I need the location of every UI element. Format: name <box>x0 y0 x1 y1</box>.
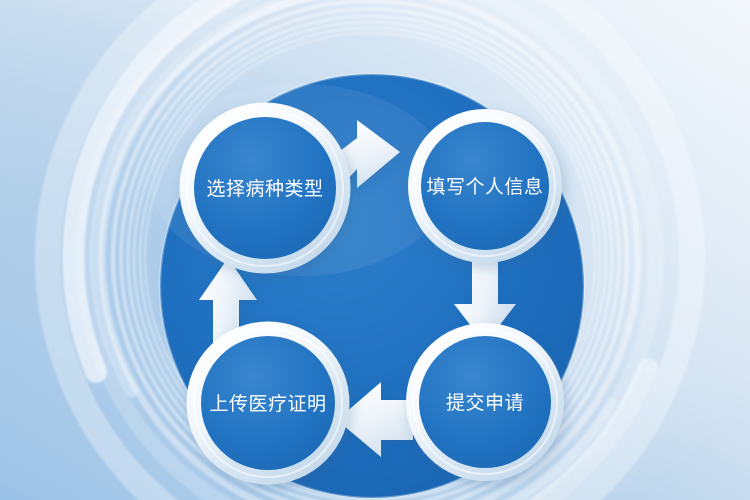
node-step-1-ring-highlight <box>186 109 344 267</box>
arrow-right-down <box>454 262 516 344</box>
node-step-4-fill <box>201 336 335 470</box>
node-step-3-fill <box>419 336 551 468</box>
node-step-4-ring-highlight <box>193 328 343 478</box>
arrow-left-up <box>199 258 257 348</box>
node-step-2[interactable]: 填写个人信息 <box>408 109 562 263</box>
node-step-1-fill <box>194 117 336 259</box>
node-step-3[interactable]: 提交申请 <box>406 323 564 481</box>
node-step-2-label: 填写个人信息 <box>426 176 543 198</box>
node-step-2-fill <box>421 122 549 250</box>
node-step-4[interactable]: 上传医疗证明 <box>186 321 350 485</box>
arrow-bottom-left <box>337 382 413 457</box>
node-step-4-label: 上传医疗证明 <box>209 393 326 415</box>
node-step-2-ring-highlight <box>414 115 556 257</box>
node-step-1-label: 选择病种类型 <box>206 178 323 200</box>
background-highlight-arcs <box>62 0 319 398</box>
node-step-1[interactable]: 选择病种类型 <box>179 102 351 274</box>
center-disc-edge <box>158 72 586 500</box>
background-lower-arcs <box>503 358 658 500</box>
node-step-3-label: 提交申请 <box>446 392 524 414</box>
node-step-3-ring-highlight <box>412 329 558 475</box>
